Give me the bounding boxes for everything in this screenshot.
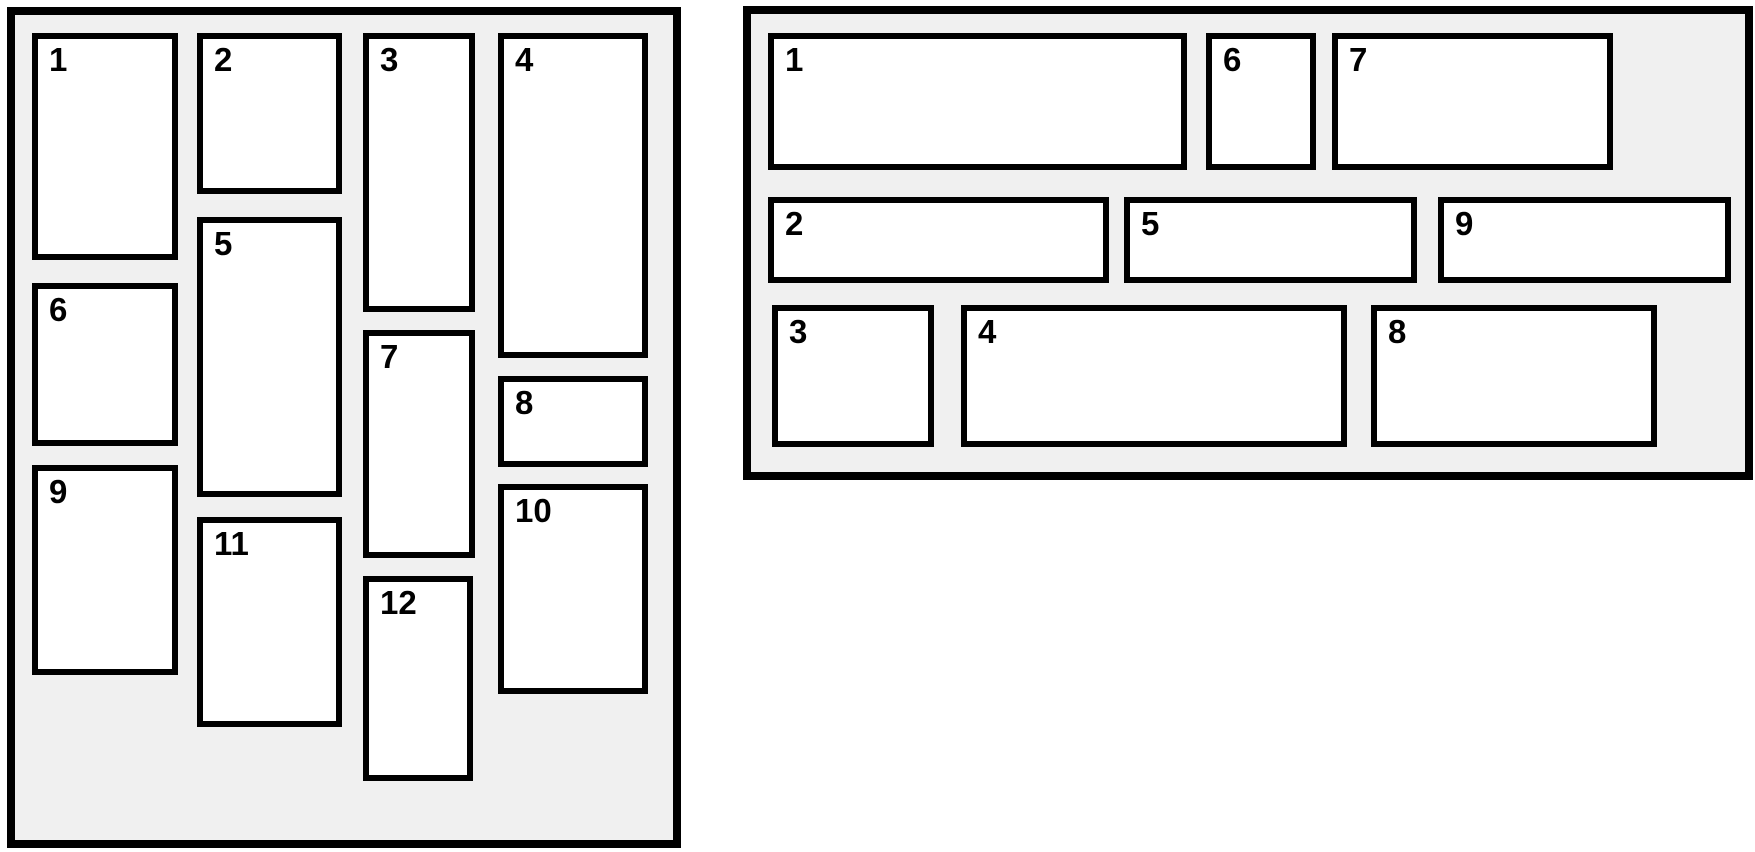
masonry-item: 7 (1332, 33, 1613, 170)
item-number-label: 4 (978, 313, 997, 350)
masonry-item: 2 (768, 197, 1109, 283)
masonry-item: 3 (363, 33, 475, 312)
masonry-item: 2 (197, 33, 342, 194)
item-number-label: 5 (1141, 205, 1160, 242)
item-number-label: 6 (1223, 41, 1242, 78)
masonry-item: 1 (32, 33, 178, 260)
masonry-item: 3 (772, 305, 934, 447)
item-number-label: 1 (785, 41, 804, 78)
horizontal-masonry-panel: 1 2 3 4 5 6 7 8 9 (743, 6, 1753, 480)
item-number-label: 11 (214, 525, 249, 562)
item-number-label: 12 (380, 584, 417, 621)
masonry-item: 7 (363, 330, 475, 558)
item-number-label: 7 (1349, 41, 1368, 78)
masonry-item: 5 (1124, 197, 1417, 283)
item-number-label: 5 (214, 225, 233, 262)
item-number-label: 3 (789, 313, 808, 350)
masonry-item: 8 (1371, 305, 1657, 447)
masonry-item: 9 (32, 465, 178, 675)
item-number-label: 2 (785, 205, 804, 242)
vertical-masonry-panel: 1 2 3 4 5 6 7 8 9 10 11 12 (7, 7, 681, 848)
masonry-item: 6 (32, 283, 178, 446)
masonry-item: 6 (1206, 33, 1316, 170)
masonry-item: 4 (961, 305, 1347, 447)
masonry-item: 11 (197, 517, 342, 727)
masonry-item: 9 (1438, 197, 1731, 283)
item-number-label: 9 (49, 473, 68, 510)
item-number-label: 1 (49, 41, 68, 78)
masonry-item: 10 (498, 484, 648, 694)
item-number-label: 8 (515, 384, 534, 421)
masonry-item: 5 (197, 217, 342, 497)
masonry-item: 12 (363, 576, 473, 781)
item-number-label: 10 (515, 492, 552, 529)
item-number-label: 8 (1388, 313, 1407, 350)
masonry-item: 4 (498, 33, 648, 358)
item-number-label: 2 (214, 41, 233, 78)
item-number-label: 3 (380, 41, 399, 78)
item-number-label: 9 (1455, 205, 1474, 242)
masonry-item: 8 (498, 376, 648, 467)
masonry-item: 1 (768, 33, 1187, 170)
item-number-label: 6 (49, 291, 68, 328)
item-number-label: 4 (515, 41, 534, 78)
item-number-label: 7 (380, 338, 399, 375)
